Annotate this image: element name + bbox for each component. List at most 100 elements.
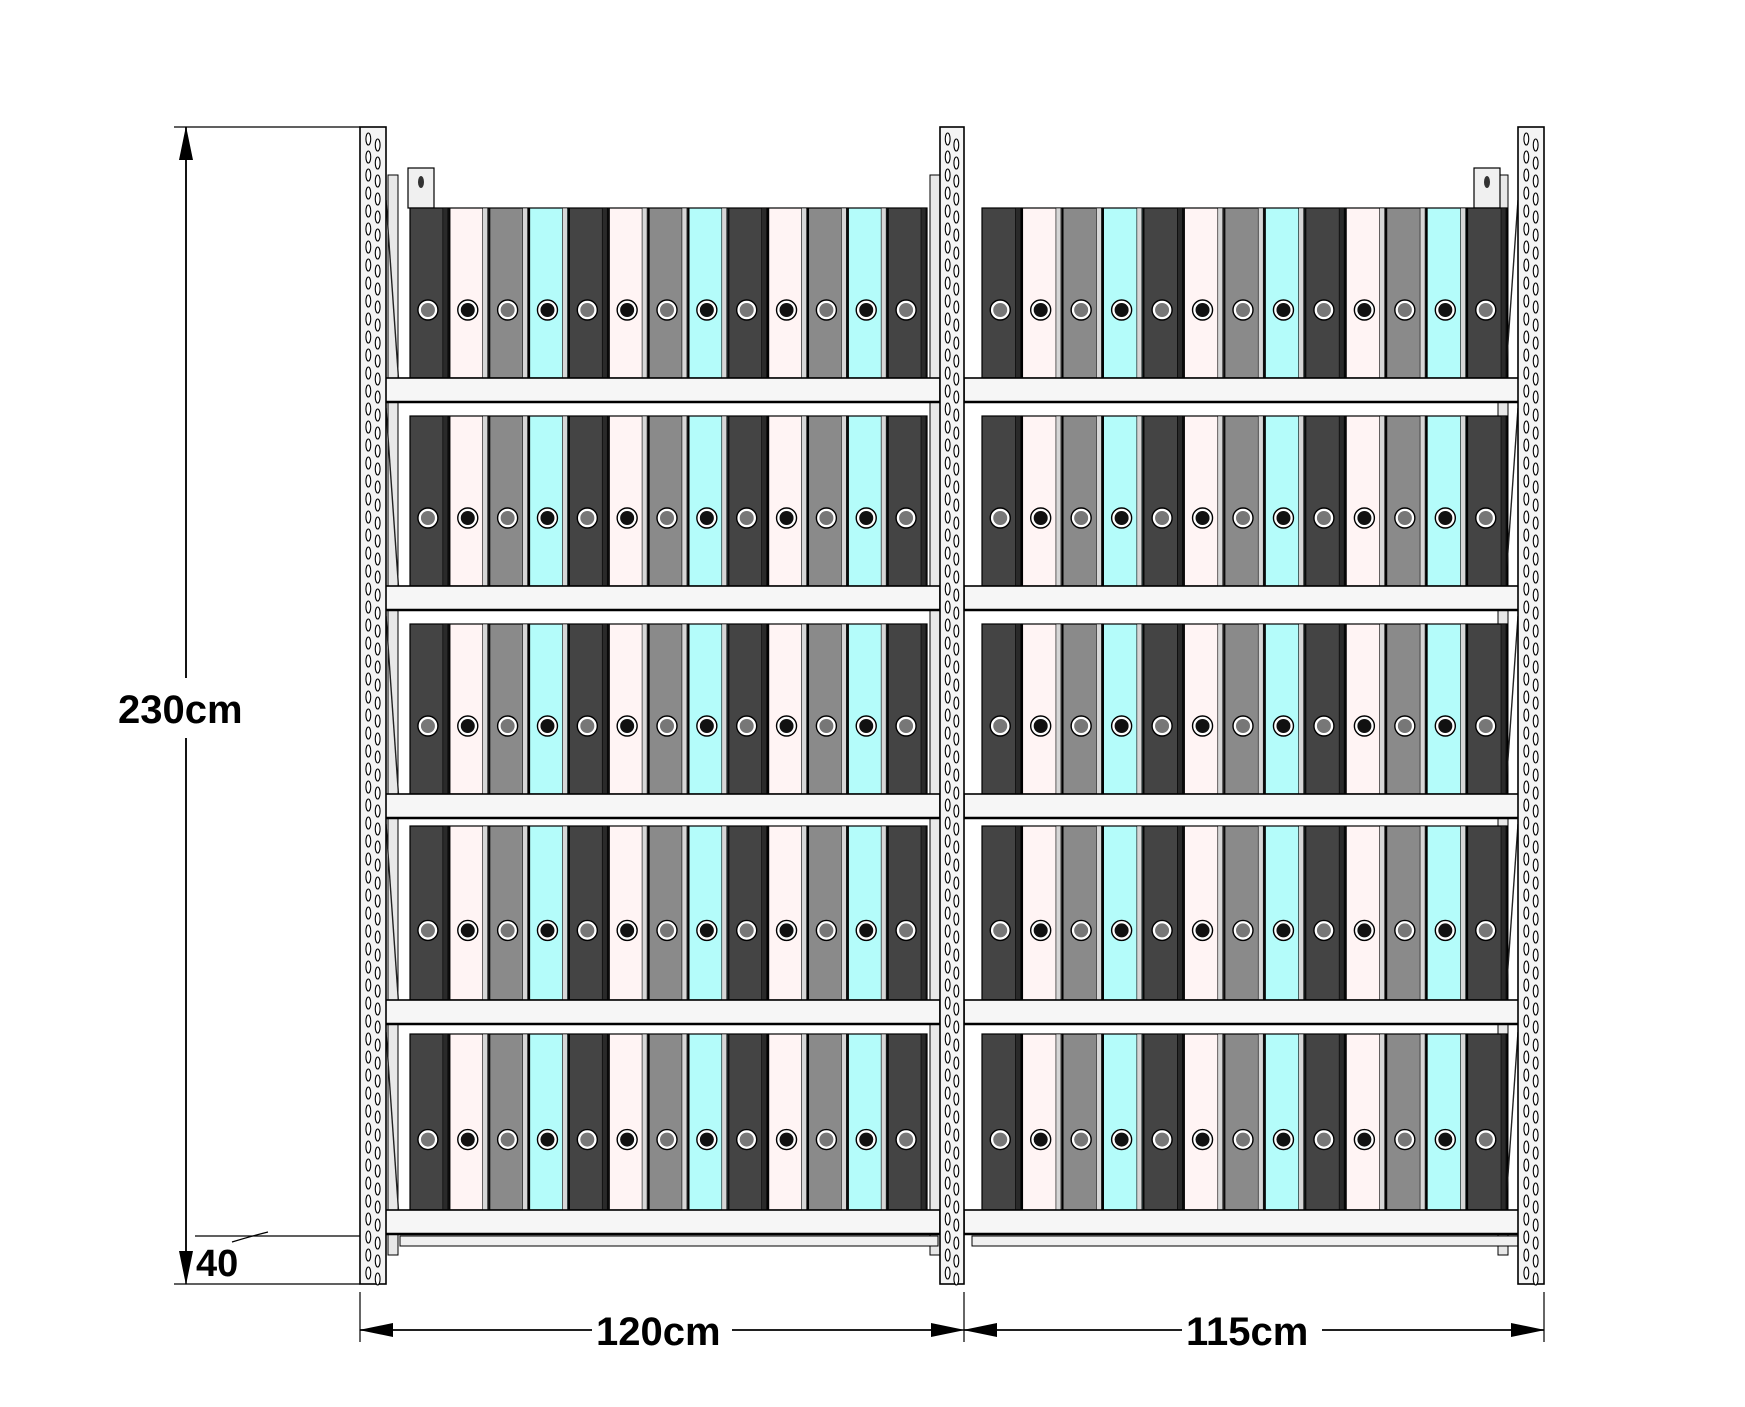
binder (648, 623, 689, 795)
post-slot (953, 660, 960, 674)
post-slot (1532, 1146, 1539, 1160)
post-slot (374, 1128, 381, 1142)
shelf-beam (383, 999, 941, 1025)
post-slot (944, 906, 951, 920)
post-slot (374, 498, 381, 512)
post-slot (1523, 1176, 1530, 1190)
post-slot (365, 780, 372, 794)
post-slot (374, 642, 381, 656)
post-slot (944, 240, 951, 254)
post-slot (374, 1236, 381, 1250)
upright-post (939, 126, 965, 1286)
post-slot (1532, 1110, 1539, 1124)
post-slot (953, 750, 960, 764)
binder (807, 207, 848, 379)
post-slot (944, 204, 951, 218)
shelf-beam (383, 793, 941, 819)
binder (768, 825, 809, 1001)
post-slot (944, 1050, 951, 1064)
post-slot (1523, 672, 1530, 686)
post-slot (365, 294, 372, 308)
post-slot (365, 1176, 372, 1190)
binder (1062, 1033, 1103, 1211)
binder (1143, 1033, 1184, 1211)
post-slot (1523, 132, 1530, 146)
binder (1305, 623, 1346, 795)
brace (385, 199, 401, 401)
post-slot (1523, 546, 1530, 560)
post-slot (1523, 1050, 1530, 1064)
post-slot (365, 1086, 372, 1100)
post-slot (953, 300, 960, 314)
post-slot (944, 942, 951, 956)
binder (409, 1033, 450, 1211)
binder (981, 415, 1023, 587)
post-slot (944, 420, 951, 434)
post-slot (953, 678, 960, 692)
post-slot (374, 390, 381, 404)
post-slot (1532, 768, 1539, 782)
post-slot (374, 138, 381, 152)
binder (887, 623, 928, 795)
post-slot (944, 330, 951, 344)
post-slot (1523, 654, 1530, 668)
binder (1386, 825, 1427, 1001)
binder (568, 415, 609, 587)
post-slot (374, 840, 381, 854)
binder (1183, 207, 1225, 379)
post-slot (944, 816, 951, 830)
post-slot (1532, 1128, 1539, 1142)
binder (847, 207, 888, 379)
post-slot (1523, 726, 1530, 740)
brace (385, 823, 401, 1025)
post-slot (374, 1020, 381, 1034)
post-slot (1532, 678, 1539, 692)
post-slot (944, 1248, 951, 1262)
post-slot (365, 744, 372, 758)
post-slot (365, 906, 372, 920)
post-slot (1523, 1212, 1530, 1226)
post-slot (1523, 438, 1530, 452)
post-slot (953, 930, 960, 944)
post-slot (374, 516, 381, 530)
binder (489, 623, 530, 795)
post-slot (953, 1074, 960, 1088)
post-slot (944, 1176, 951, 1190)
post-slot (374, 1074, 381, 1088)
post-slot (944, 870, 951, 884)
binder (1264, 623, 1306, 795)
post-slot (1532, 156, 1539, 170)
post-slot (1532, 894, 1539, 908)
post-slot (1532, 714, 1539, 728)
binder (807, 825, 848, 1001)
post-slot (374, 300, 381, 314)
post-slot (953, 642, 960, 656)
binder (608, 623, 649, 795)
post-slot (365, 834, 372, 848)
shelf-beams (383, 377, 1521, 1236)
post-slot (365, 474, 372, 488)
post-slot (944, 1014, 951, 1028)
post-slot (1523, 330, 1530, 344)
post-slot (1532, 372, 1539, 386)
post-slot (1532, 642, 1539, 656)
binder (648, 825, 689, 1001)
binder (728, 623, 769, 795)
binder (1183, 415, 1225, 587)
post-slot (1523, 708, 1530, 722)
binder (981, 825, 1023, 1001)
post-slot (365, 366, 372, 380)
post-slot (365, 798, 372, 812)
post-slot (365, 816, 372, 830)
post-slot (1532, 534, 1539, 548)
post-slot (953, 1200, 960, 1214)
post-slot (1532, 336, 1539, 350)
post-slot (953, 696, 960, 710)
binder (449, 207, 490, 379)
binder (1305, 1033, 1346, 1211)
post-slot (953, 570, 960, 584)
post-slot (944, 384, 951, 398)
post-slot (365, 1158, 372, 1172)
binder (1426, 1033, 1468, 1211)
shelf-beam (383, 1209, 941, 1235)
